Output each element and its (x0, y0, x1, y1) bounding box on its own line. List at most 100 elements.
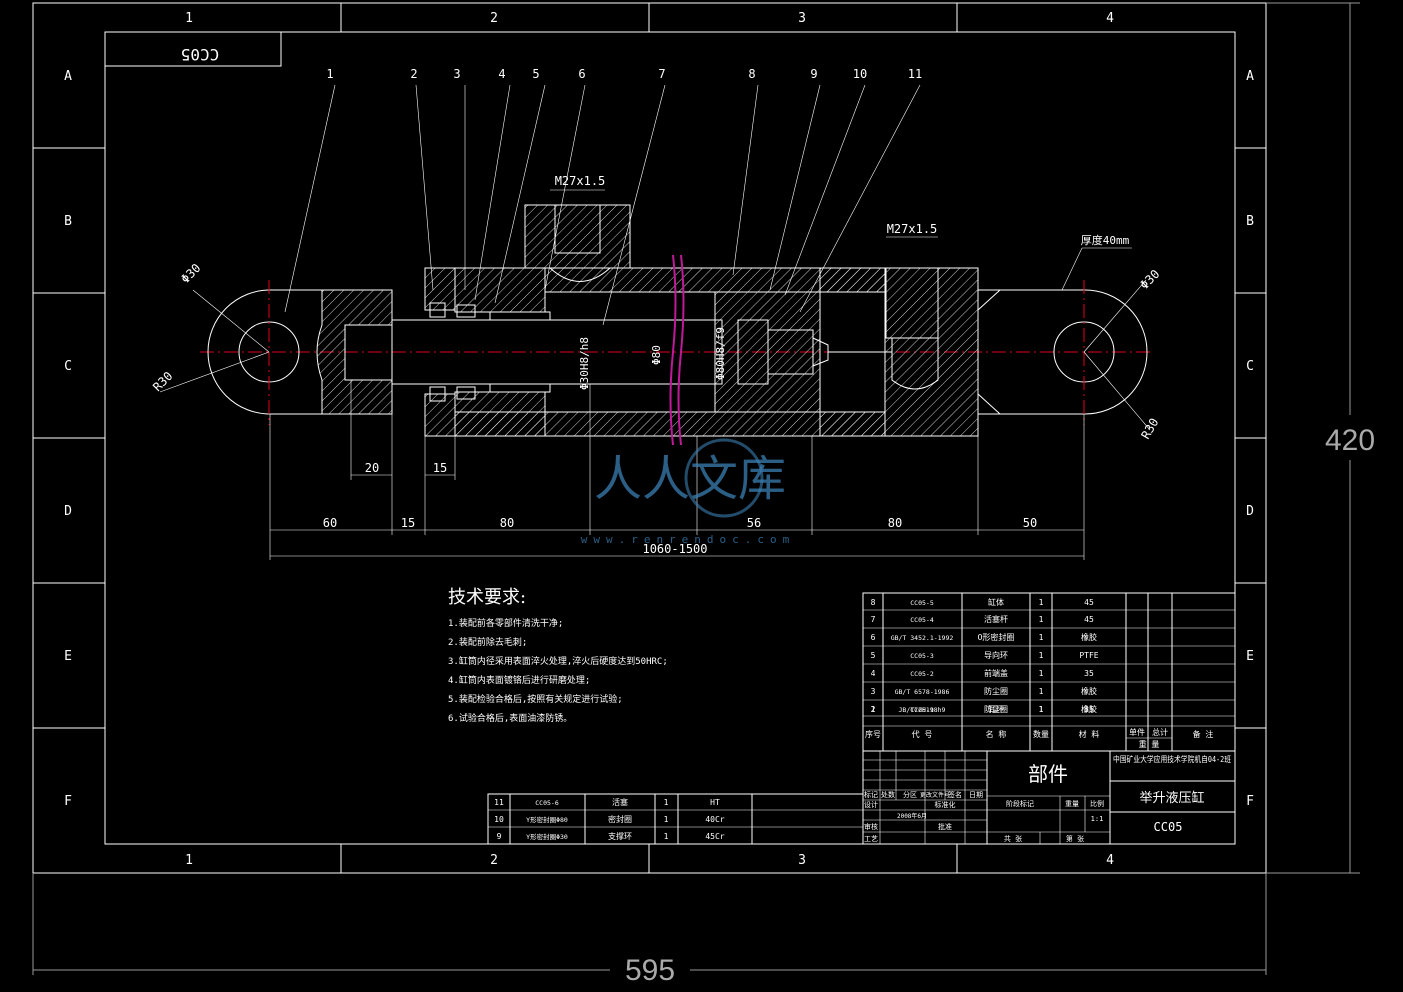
svg-text:50: 50 (1023, 516, 1037, 530)
svg-text:5: 5 (532, 67, 539, 81)
bom-lower-row-qty: 1 (664, 815, 669, 824)
bom-row-no: 2 (871, 705, 876, 714)
svg-text:B: B (64, 214, 72, 229)
svg-text:D: D (64, 504, 72, 519)
bom-row-material: 35 (1084, 705, 1094, 714)
technical-requirements: 技术要求: 1.装配前各零部件清洗干净; 2.装配前除去毛刺; 3.缸筒内径采用… (448, 587, 668, 724)
svg-text:共 张: 共 张 (1004, 834, 1022, 843)
bom-row-code: GB/T 6578-1986 (895, 688, 950, 696)
bom-row-qty: 1 (1039, 651, 1044, 660)
svg-text:厚度40mm: 厚度40mm (1081, 233, 1130, 247)
bom-row-qty: 1 (1039, 669, 1044, 678)
svg-text:15: 15 (401, 516, 415, 530)
dimensions: 20 15 60 15 80 56 80 50 1060-1500 (269, 380, 1085, 560)
bom-row-code: JB/T7ZH198h9 (899, 706, 946, 714)
bom-row-code: GB/T 3452.1-1992 (891, 634, 954, 642)
svg-text:F: F (1246, 794, 1254, 809)
svg-text:www.renrendoc.com: www.renrendoc.com (581, 533, 796, 546)
svg-text:C: C (1246, 359, 1254, 374)
svg-text:E: E (64, 649, 72, 664)
bom-lower-row-material: HT (710, 798, 720, 807)
svg-text:3.缸筒内径采用表面淬火处理,淬火后硬度达到50HRC;: 3.缸筒内径采用表面淬火处理,淬火后硬度达到50HRC; (448, 655, 668, 667)
svg-text:1: 1 (185, 11, 193, 26)
bom-header: 序号 代 号 名 称 数量 材 料 单件 总计 重 量 备 注 (865, 727, 1213, 749)
svg-text:2: 2 (410, 67, 417, 81)
svg-text:数量: 数量 (1033, 729, 1049, 739)
svg-text:3: 3 (798, 853, 806, 868)
annotations: M27x1.5 M27x1.5 厚度40mm Φ30 R30 Φ30 R30 Φ… (150, 174, 1162, 442)
bom-lower-row-material: 40Cr (705, 815, 724, 824)
svg-text:Φ80: Φ80 (650, 345, 663, 365)
svg-text:部件: 部件 (1028, 762, 1068, 786)
svg-text:3: 3 (798, 11, 806, 26)
svg-text:重量: 重量 (1065, 800, 1079, 808)
bom-row-no: 1 (871, 705, 876, 714)
svg-text:日期: 日期 (969, 791, 983, 799)
svg-text:技术要求:: 技术要求: (448, 587, 526, 608)
svg-text:更改文件号: 更改文件号 (920, 791, 950, 799)
svg-text:80: 80 (888, 516, 902, 530)
bom-lower-row-name: 支撑环 (608, 831, 632, 841)
title-block: 部件 中国矿业大学应用技术学院机自04-2班 举升液压缸 CC05 标记 处数 … (862, 750, 1236, 845)
bom-row-name: 导向环 (984, 650, 1008, 660)
svg-text:Φ30: Φ30 (178, 261, 203, 286)
svg-text:C: C (64, 359, 72, 374)
callout-leaders (284, 84, 921, 326)
bom-row-no: 3 (871, 687, 876, 696)
bom-row-qty: 1 (1039, 705, 1044, 714)
bom-row-name: O形密封圈 (978, 632, 1015, 642)
bom-lower-row-code: Y形密封圈Φ30 (526, 832, 568, 841)
svg-text:Φ30H8/h8: Φ30H8/h8 (578, 337, 591, 390)
bom-row-code: CC05-5 (910, 599, 934, 607)
svg-text:设计: 设计 (864, 800, 878, 809)
bom-lower-row-no: 9 (497, 832, 502, 841)
svg-text:60: 60 (323, 516, 337, 530)
bom-row-code: CC05-3 (910, 652, 934, 660)
bom-lower-row-no: 11 (494, 798, 504, 807)
bom-row-material: 45 (1084, 598, 1094, 607)
svg-text:工艺: 工艺 (864, 835, 878, 843)
bom-row-code: CC05-2 (910, 670, 934, 678)
svg-text:A: A (1246, 69, 1254, 84)
svg-text:代 号: 代 号 (912, 729, 933, 739)
svg-text:1: 1 (185, 853, 193, 868)
bom-row-name: 缸体 (988, 597, 1004, 607)
bom-row-no: 7 (871, 615, 876, 624)
svg-text:9: 9 (810, 67, 817, 81)
svg-text:A: A (64, 69, 72, 84)
svg-text:序号: 序号 (865, 729, 881, 739)
svg-text:20: 20 (365, 461, 379, 475)
svg-text:3: 3 (453, 67, 460, 81)
bom-row-no: 4 (871, 669, 876, 678)
bom-lower-row-code: Y形密封圈Φ80 (526, 815, 568, 824)
svg-text:1: 1 (326, 67, 333, 81)
bom-row-no: 5 (871, 651, 876, 660)
svg-text:2: 2 (490, 853, 498, 868)
svg-text:D: D (1246, 504, 1254, 519)
code-stamp: CC05 (181, 45, 220, 64)
bom-lower-row-name: 活塞 (612, 797, 628, 807)
svg-text:1060-1500: 1060-1500 (642, 542, 707, 556)
code-stamp-box (104, 31, 282, 67)
svg-text:CC05: CC05 (1154, 820, 1183, 834)
zone-labels: 1 2 3 4 1 2 3 4 A B C D E F A B C D E F (64, 11, 1254, 868)
bom-row-name: 防尘圈 (984, 704, 1008, 714)
svg-text:标记: 标记 (864, 790, 878, 799)
svg-text:重 量: 重 量 (1139, 739, 1160, 749)
bom-row-name: 前端盖 (984, 668, 1008, 678)
svg-text:R30: R30 (1138, 416, 1161, 442)
bom-row-code: CC05-1 (910, 706, 934, 714)
svg-text:R30: R30 (150, 369, 175, 394)
svg-text:名 称: 名 称 (986, 729, 1007, 739)
svg-text:批准: 批准 (938, 822, 952, 831)
svg-text:中国矿业大学应用技术学院机自04-2班: 中国矿业大学应用技术学院机自04-2班 (1113, 754, 1231, 764)
bom-row-material: 橡胶 (1081, 632, 1097, 642)
svg-text:4: 4 (1106, 11, 1114, 26)
svg-text:总计: 总计 (1152, 727, 1168, 737)
svg-text:B: B (1246, 214, 1254, 229)
sheet-height-label: 420 (1325, 424, 1375, 457)
svg-text:第 张: 第 张 (1066, 834, 1084, 843)
svg-text:1.装配前各零部件清洗干净;: 1.装配前各零部件清洗干净; (448, 617, 563, 629)
